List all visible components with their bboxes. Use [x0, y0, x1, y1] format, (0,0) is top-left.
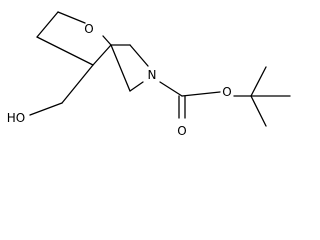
bond-n2-c3: [129, 81, 144, 92]
atom-ester-oxygen: O: [222, 85, 231, 99]
atom-nitrogen: N: [148, 68, 157, 82]
bond-c4-n2: [129, 44, 149, 67]
bond-c7-o1: [57, 11, 86, 24]
bond-o1-c5: [102, 35, 112, 46]
bond-c5-c9: [92, 44, 112, 66]
bond-tbu-methyl-down: [250, 95, 267, 127]
atom-hydroxyl: HO: [7, 111, 25, 125]
bond-c3-c5: [110, 44, 131, 92]
bond-c8-c7: [36, 11, 59, 38]
atom-carbonyl-oxygen: O: [177, 124, 186, 138]
bond-carbonyl-ester-o: [181, 91, 221, 97]
bond-ch2-oh: [29, 102, 63, 116]
bond-c9-c8: [36, 36, 94, 66]
atom-labels: O N O O HO: [7, 22, 232, 138]
bond-n2-carbonyl: [159, 81, 183, 97]
bonds: [29, 11, 291, 127]
bond-tbu-methyl-up: [250, 66, 267, 97]
atom-ring-oxygen: O: [84, 22, 93, 36]
bond-c9-ch2: [61, 64, 94, 104]
chemical-structure: O N O O HO: [7, 11, 291, 138]
